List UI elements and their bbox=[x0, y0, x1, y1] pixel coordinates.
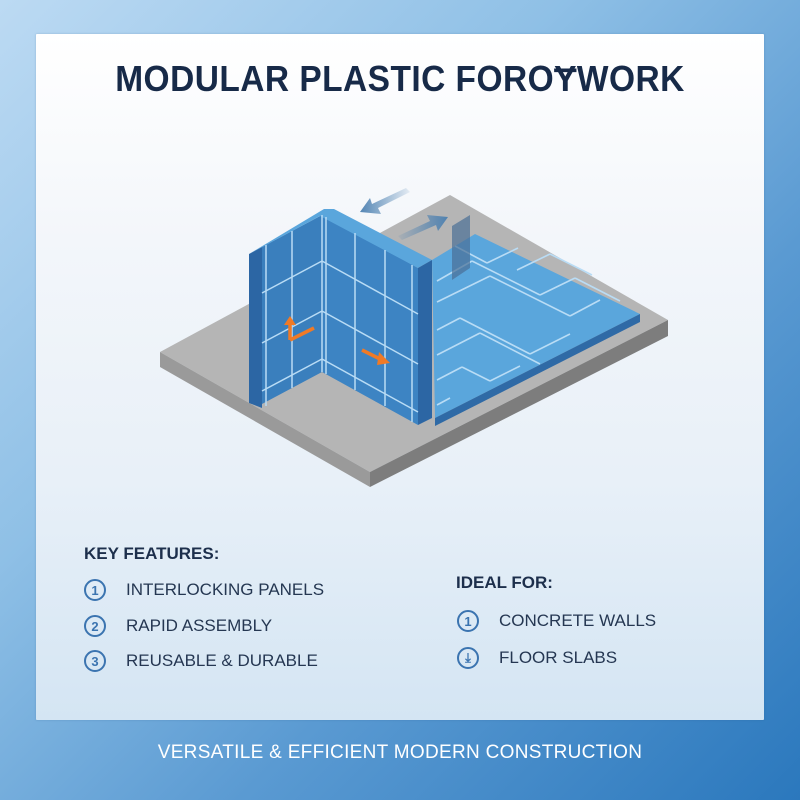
ideal-for-heading: IDEAL FOR: bbox=[456, 573, 553, 592]
number-2-circle-icon: 2 bbox=[84, 615, 106, 637]
ideal-for-label: FLOOR SLABS bbox=[499, 648, 618, 667]
blue-arrows bbox=[360, 188, 448, 240]
footer-tagline: VERSATILE & EFFICIENT MODERN CONSTRUCTIO… bbox=[157, 742, 643, 763]
number-3-circle-icon: 3 bbox=[84, 650, 106, 672]
key-feature-item: 2 RAPID ASSEMBLY bbox=[84, 613, 272, 639]
key-feature-item: 1 INTERLOCKING PANELS bbox=[84, 577, 324, 603]
number-1-circle-icon: 1 bbox=[457, 610, 479, 632]
key-feature-label: REUSABLE & DURABLE bbox=[126, 651, 318, 670]
ideal-for-item: ⤓ FLOOR SLABS bbox=[457, 645, 617, 671]
ideal-for-label: CONCRETE WALLS bbox=[499, 611, 657, 630]
translucent-panel bbox=[452, 215, 470, 280]
key-feature-item: 3 REUSABLE & DURABLE bbox=[84, 648, 318, 674]
key-feature-label: INTERLOCKING PANELS bbox=[126, 580, 325, 599]
key-feature-label: RAPID ASSEMBLY bbox=[126, 616, 273, 635]
download-circle-icon: ⤓ bbox=[457, 647, 479, 669]
key-features-heading: KEY FEATURES: bbox=[84, 544, 220, 563]
page-title: MODULAR PLASTIC FOROɎWORK bbox=[115, 58, 685, 99]
number-1-circle-icon: 1 bbox=[84, 579, 106, 601]
ideal-for-item: 1 CONCRETE WALLS bbox=[457, 608, 656, 634]
wall-panels bbox=[249, 209, 432, 425]
